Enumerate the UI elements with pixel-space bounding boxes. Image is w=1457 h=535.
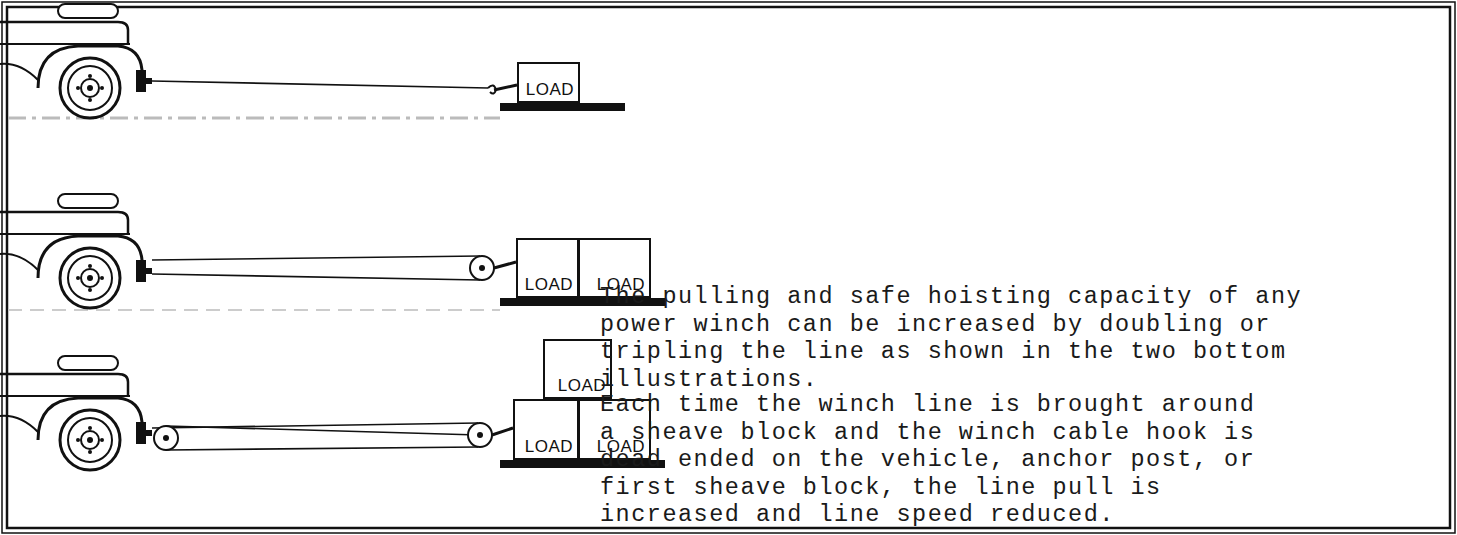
load-label: LOAD [558,377,606,394]
load-label: LOAD [525,276,573,293]
load-box: LOAD [516,238,579,298]
load-box: LOAD [513,399,579,460]
note-text: The pulling and safe hoisting capacity o… [600,283,1457,393]
load-label: LOAD [525,438,573,455]
note-text: Each time the winch line is brought arou… [600,391,1457,529]
load-box: LOAD [517,62,580,103]
load-label: LOAD [526,81,574,98]
